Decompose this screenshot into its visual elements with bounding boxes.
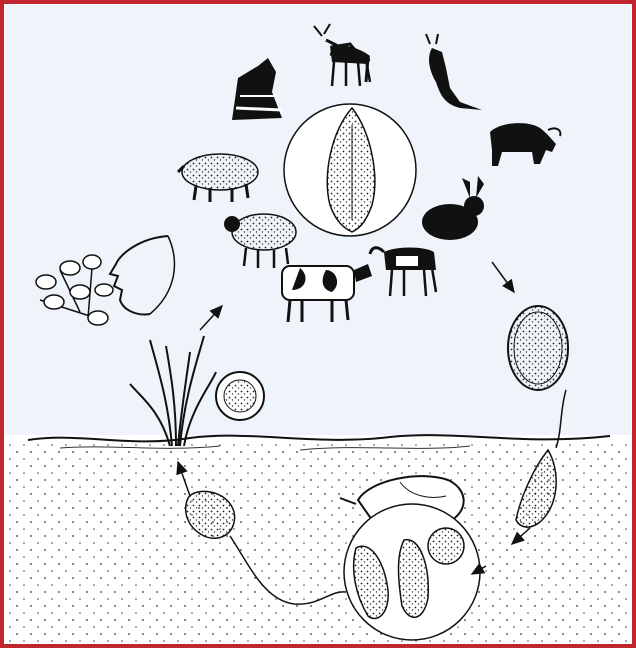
metacercaria-icon	[216, 372, 264, 420]
sporocyst-icon	[428, 528, 464, 564]
adult-fluke-icon	[284, 104, 416, 236]
egg-icon	[508, 306, 568, 390]
